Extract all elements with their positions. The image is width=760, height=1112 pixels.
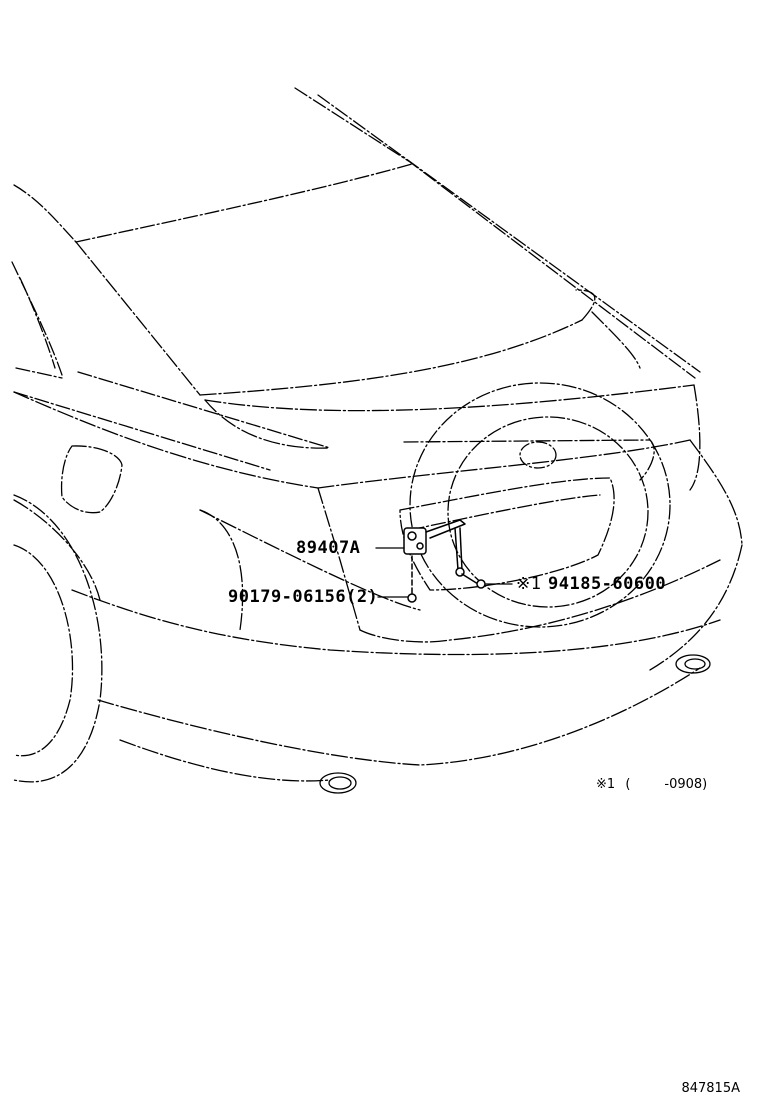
quarter-window: [11, 261, 331, 471]
body-side: [13, 391, 743, 782]
leader-lines: [375, 547, 513, 598]
license-plate-recess: [399, 439, 655, 591]
part-number-94185-60600: 94185-60600: [548, 574, 667, 594]
part-number-89407A: 89407A: [296, 538, 361, 558]
figure-number: 847815A: [681, 1081, 740, 1096]
note-mark: ※1: [596, 777, 616, 792]
note-open-paren: (: [625, 777, 631, 792]
note-range: -0908): [664, 777, 708, 792]
applicability-note: ※1 ( -0908): [596, 777, 707, 792]
roof-lines: [13, 87, 701, 379]
rear-wheel: [13, 494, 103, 783]
part-number-90179-06156: 90179-06156(2): [228, 587, 379, 607]
exhaust-tips: [319, 654, 711, 794]
note-mark-1: ※1: [516, 574, 542, 594]
trunk-lid: [75, 241, 701, 491]
height-sensor-assembly: [403, 519, 486, 603]
fuel-door: [60, 445, 123, 514]
spare-tire: [409, 382, 671, 628]
emblem: [519, 441, 557, 469]
